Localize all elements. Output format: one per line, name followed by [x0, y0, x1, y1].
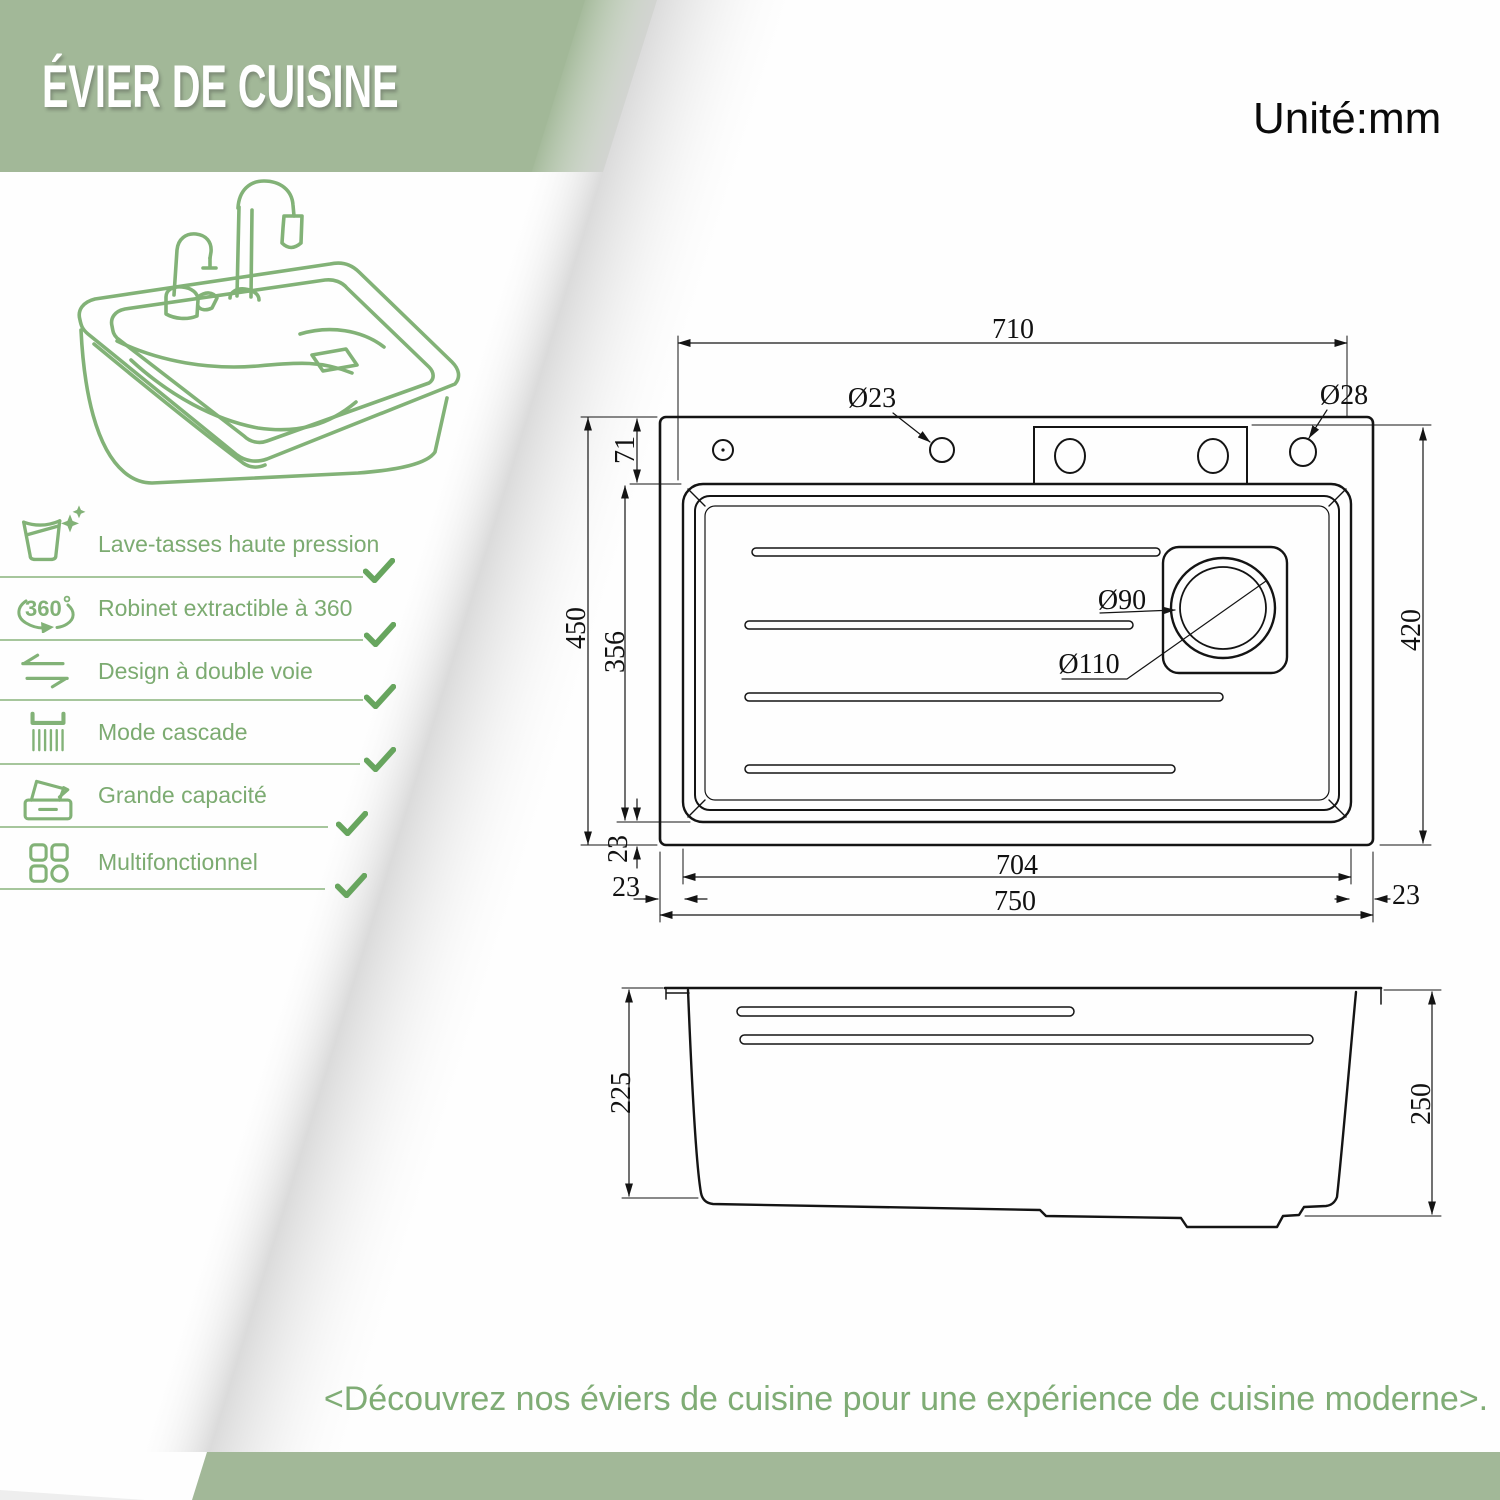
dim-drain-110: Ø110	[1058, 649, 1120, 680]
rotate-360-icon: 360	[17, 595, 75, 633]
divider	[0, 826, 328, 828]
dim-23-left: 23	[612, 872, 640, 903]
dim-704: 704	[996, 850, 1038, 881]
dim-750: 750	[994, 886, 1036, 917]
dim-710: 710	[992, 314, 1034, 345]
dim-450: 450	[561, 607, 592, 649]
unit-label: Unité:mm	[1253, 94, 1442, 143]
cascade-icon	[30, 711, 66, 752]
feature-label: Multifonctionnel	[98, 849, 258, 875]
feature-label: Robinet extractible à 360	[98, 595, 353, 621]
check-icon	[364, 622, 396, 647]
check-icon	[336, 811, 368, 836]
banner-band	[0, 0, 657, 172]
side-view-dimensions	[621, 987, 1442, 1217]
dim-356: 356	[600, 631, 631, 673]
divider	[0, 699, 363, 701]
check-icon	[335, 873, 367, 898]
dim-23-bottom: 23	[603, 835, 634, 863]
capacity-icon	[23, 779, 73, 821]
cup-sparkle-icon	[22, 505, 86, 562]
dim-hole-28: Ø28	[1319, 380, 1369, 411]
corner-shade	[0, 1490, 145, 1500]
top-view	[580, 335, 1432, 923]
sink-illustration	[77, 179, 461, 485]
divider	[0, 763, 360, 765]
diagonal-fold	[135, 0, 800, 1452]
side-view	[621, 986, 1442, 1229]
dim-hole-23: Ø23	[847, 383, 897, 414]
footer-band	[192, 1452, 1500, 1500]
dual-way-icon	[21, 653, 69, 689]
feature-label: Mode cascade	[98, 719, 248, 745]
dim-drain-90: Ø90	[1097, 585, 1147, 616]
feature-label: Design à double voie	[98, 658, 313, 684]
feature-label: Lave-tasses haute pression	[98, 531, 380, 557]
dim-71: 71	[610, 436, 641, 464]
dim-23-right: 23	[1392, 880, 1420, 911]
svg-text:360: 360	[25, 596, 62, 621]
divider	[0, 888, 325, 890]
check-icon	[363, 558, 395, 583]
multifunction-icon	[29, 843, 69, 883]
dim-250: 250	[1406, 1083, 1437, 1125]
footer-note: <Découvrez nos éviers de cuisine pour un…	[323, 1380, 1489, 1418]
technical-drawing	[580, 335, 1442, 1229]
divider	[0, 639, 363, 641]
dim-225: 225	[606, 1072, 637, 1114]
page-title: ÉVIER DE CUISINE	[42, 53, 399, 120]
feature-label: Grande capacité	[98, 782, 267, 808]
check-icon	[364, 684, 396, 709]
dim-420: 420	[1396, 609, 1427, 651]
divider	[0, 576, 363, 578]
top-view-dimensions	[580, 335, 1432, 923]
check-icon	[364, 747, 396, 772]
